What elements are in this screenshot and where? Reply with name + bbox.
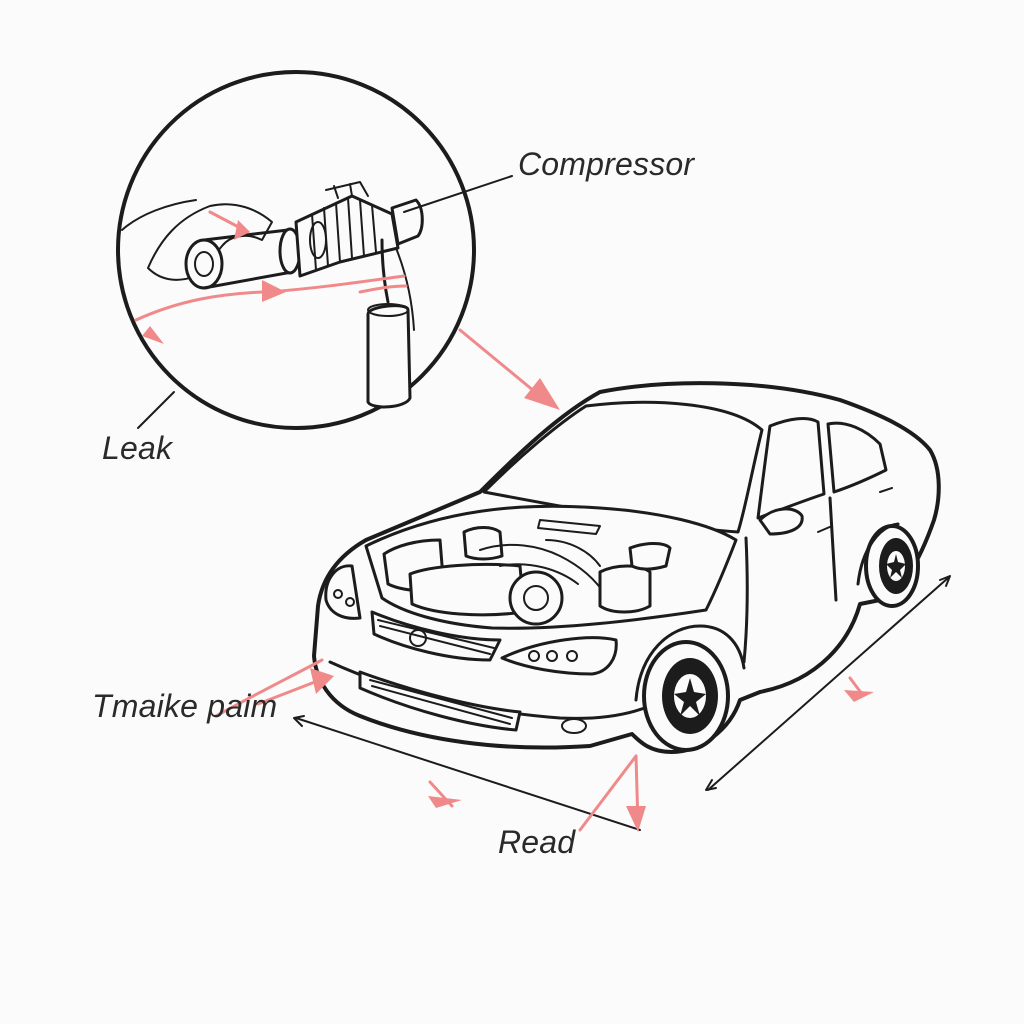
leader-lines (137, 175, 513, 429)
badge-icon (409, 629, 427, 647)
brake-arrows (214, 658, 874, 832)
compressor-detail-inset (116, 70, 476, 430)
brake-pain-label: Tтaike paim (92, 688, 278, 724)
leak-detector-bottle (366, 304, 412, 409)
road-label: Read (498, 824, 576, 860)
flow-arrows (134, 210, 408, 344)
compressor-icon (184, 181, 424, 409)
car-icon (312, 381, 941, 754)
hand-arm-line (121, 199, 197, 231)
pointer-arrow-inset-to-car (458, 328, 560, 410)
compressor-label: Compressor (518, 146, 695, 182)
leak-label: Leak (102, 430, 173, 466)
engine-icon (382, 519, 672, 626)
dimension-lines (293, 575, 951, 831)
front-wheel-icon (642, 640, 730, 752)
rear-wheel-icon (864, 524, 920, 608)
